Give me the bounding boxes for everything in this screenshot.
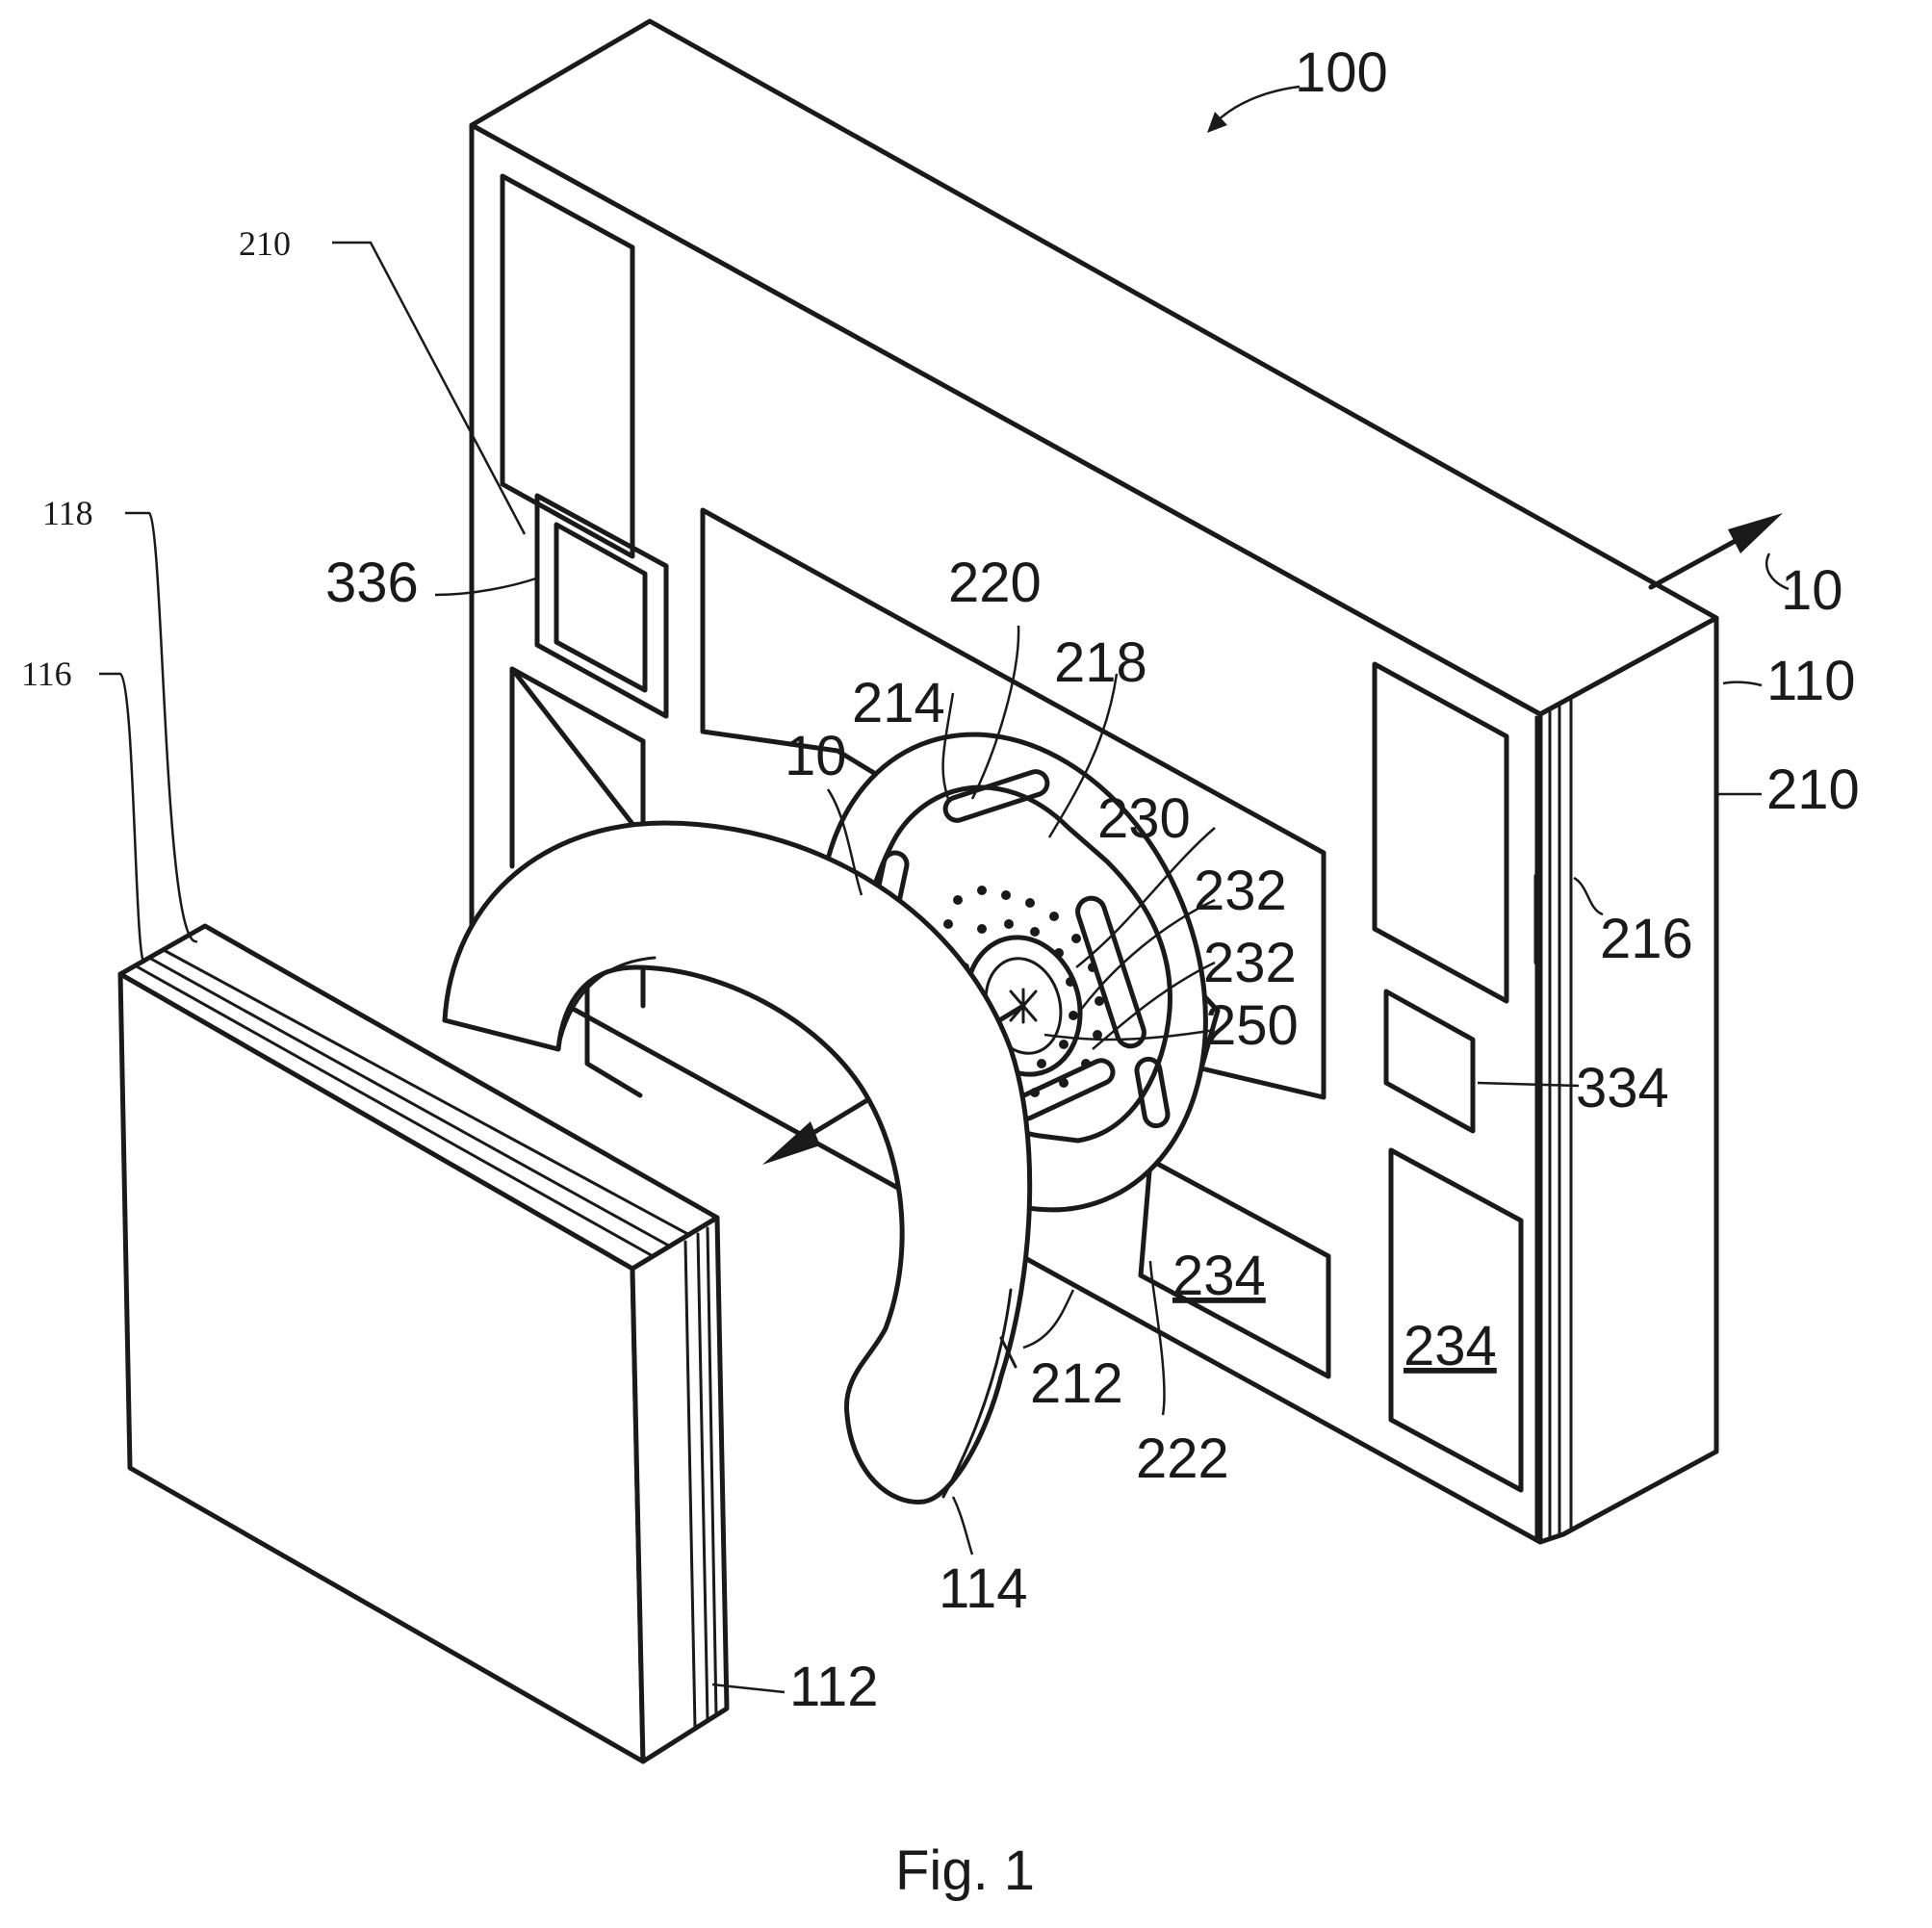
label-230: 230 — [1097, 787, 1191, 850]
label-218: 218 — [1054, 631, 1147, 694]
label-234-right: 234 — [1404, 1315, 1497, 1377]
label-210-right: 210 — [1766, 758, 1860, 821]
label-232-b: 232 — [1203, 932, 1297, 994]
label-250: 250 — [1205, 994, 1299, 1057]
label-222: 222 — [1136, 1427, 1229, 1490]
label-212: 212 — [1030, 1352, 1123, 1415]
label-334: 334 — [1576, 1057, 1669, 1119]
label-234-mid: 234 — [1172, 1245, 1266, 1307]
label-10-top: 10 — [1781, 559, 1843, 622]
axis-arrow-top — [1651, 513, 1783, 587]
label-110: 110 — [1766, 650, 1855, 712]
figure-caption: Fig. 1 — [895, 1839, 1035, 1902]
label-118: 118 — [42, 494, 93, 532]
label-214: 214 — [852, 672, 945, 734]
label-336: 336 — [325, 552, 419, 614]
label-232-a: 232 — [1194, 860, 1287, 922]
label-216: 216 — [1600, 908, 1693, 970]
label-210-left: 210 — [239, 224, 291, 263]
block-112 — [120, 926, 727, 1761]
label-112: 112 — [789, 1656, 878, 1718]
label-220: 220 — [948, 552, 1042, 614]
label-116: 116 — [21, 655, 72, 693]
label-100: 100 — [1295, 41, 1388, 104]
label-114: 114 — [939, 1557, 1027, 1620]
label-10-center: 10 — [785, 725, 847, 787]
